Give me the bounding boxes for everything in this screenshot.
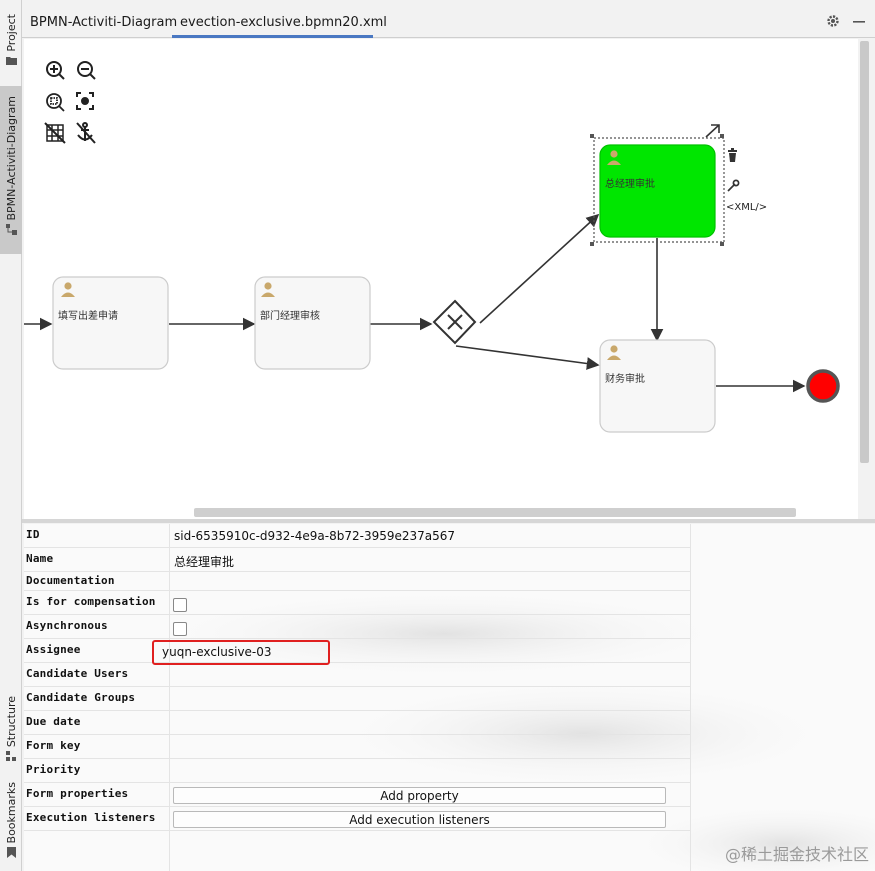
resize-handle[interactable] bbox=[590, 242, 594, 246]
bpmn-diagram-tool-tab[interactable]: BPMN-Activiti-Diagram bbox=[0, 86, 22, 254]
property-row-compensation: Is for compensation bbox=[24, 591, 690, 615]
add-property-button[interactable]: Add property bbox=[173, 787, 666, 804]
structure-tool-tab[interactable]: Structure bbox=[0, 696, 22, 766]
project-tool-tab[interactable]: Project bbox=[0, 14, 22, 76]
bookmarks-tool-label: Bookmarks bbox=[4, 782, 18, 844]
watermark: @稀土掘金技术社区 bbox=[724, 845, 869, 864]
property-row-id: ID sid-6535910c-d932-4e9a-8b72-3959e237a… bbox=[24, 524, 690, 548]
resize-handle[interactable] bbox=[590, 134, 594, 138]
property-row-asynchronous: Asynchronous bbox=[24, 615, 690, 639]
property-row-due-date: Due date bbox=[24, 711, 690, 735]
property-label: Name bbox=[26, 552, 54, 565]
task-dept-manager-review[interactable] bbox=[254, 276, 371, 370]
end-event[interactable] bbox=[806, 369, 840, 403]
property-label: Candidate Users bbox=[26, 667, 129, 680]
property-row-execution-listeners: Execution listeners Add execution listen… bbox=[24, 807, 690, 831]
resize-handle[interactable] bbox=[720, 134, 724, 138]
zoom-out-icon[interactable] bbox=[77, 61, 96, 80]
sequence-flow-gateway-to-gm[interactable] bbox=[479, 213, 600, 324]
property-label: Execution listeners bbox=[26, 811, 156, 824]
property-label: Is for compensation bbox=[26, 595, 156, 608]
task-label-dept: 部门经理审核 bbox=[260, 311, 320, 322]
assignee-highlight-box bbox=[152, 640, 330, 665]
gear-icon[interactable] bbox=[826, 14, 840, 28]
column-divider bbox=[169, 524, 170, 871]
assignee-input[interactable]: yuqn-exclusive-03 bbox=[162, 645, 272, 659]
user-task-icon bbox=[607, 150, 621, 165]
task-apply-evection[interactable] bbox=[52, 276, 169, 370]
trash-icon[interactable] bbox=[728, 148, 737, 162]
property-row-priority: Priority bbox=[24, 759, 690, 783]
zoom-actual-icon[interactable] bbox=[46, 93, 65, 112]
property-label: Asynchronous bbox=[26, 619, 108, 632]
property-label: ID bbox=[26, 528, 40, 541]
task-finance-review[interactable] bbox=[599, 339, 716, 433]
sequence-flow-gateway-to-finance[interactable] bbox=[455, 345, 600, 370]
property-label: Documentation bbox=[26, 574, 115, 587]
property-row-name: Name 总经理审批 bbox=[24, 548, 690, 572]
property-label: Assignee bbox=[26, 643, 81, 656]
vertical-scroll-thumb[interactable] bbox=[860, 41, 869, 463]
property-label: Due date bbox=[26, 715, 81, 728]
connect-arrow-icon[interactable] bbox=[705, 124, 720, 138]
user-task-icon bbox=[607, 345, 621, 360]
user-task-icon bbox=[61, 282, 75, 297]
property-row-candidate-users: Candidate Users bbox=[24, 663, 690, 687]
zoom-fit-icon[interactable] bbox=[76, 92, 94, 110]
anchor-toggle-icon[interactable] bbox=[76, 122, 96, 144]
selection-frame bbox=[593, 137, 725, 243]
property-row-documentation: Documentation bbox=[24, 572, 690, 591]
property-label: Candidate Groups bbox=[26, 691, 136, 704]
grid-toggle-icon[interactable] bbox=[44, 122, 66, 144]
panel-ink-background bbox=[144, 589, 875, 871]
structure-icon bbox=[5, 750, 17, 762]
property-row-assignee: Assignee yuqn-exclusive-03 bbox=[24, 639, 690, 663]
id-value-field[interactable]: sid-6535910c-d932-4e9a-8b72-3959e237a567 bbox=[174, 529, 456, 543]
task-label-gm: 总经理审批 bbox=[605, 179, 655, 190]
diagram-vertical-scrollbar[interactable] bbox=[858, 39, 872, 519]
name-value-field[interactable]: 总经理审批 bbox=[174, 555, 235, 569]
property-row-form-key: Form key bbox=[24, 735, 690, 759]
compensation-checkbox[interactable] bbox=[173, 598, 187, 612]
user-task-icon bbox=[261, 282, 275, 297]
structure-tool-label: Structure bbox=[4, 696, 18, 748]
bpmn-diagram-canvas[interactable]: 填写出差申请 部门经理审核 总经理审批 财务审批 <XML/> bbox=[24, 39, 858, 519]
zoom-in-icon[interactable] bbox=[46, 61, 65, 80]
panel-splitter[interactable] bbox=[22, 519, 875, 523]
property-label: Form key bbox=[26, 739, 81, 752]
property-row-form-properties: Form properties Add property bbox=[24, 783, 690, 807]
bookmark-icon bbox=[5, 846, 17, 858]
resize-handle[interactable] bbox=[720, 242, 724, 246]
wrench-icon[interactable] bbox=[727, 179, 740, 192]
bookmarks-tool-tab[interactable]: Bookmarks bbox=[0, 782, 22, 862]
task-label-apply: 填写出差申请 bbox=[58, 311, 118, 322]
tab-bpmn-activiti-diagram[interactable]: BPMN-Activiti-Diagram bbox=[30, 15, 178, 30]
gateway-x-icon bbox=[447, 314, 463, 330]
project-tool-label: Project bbox=[4, 14, 18, 52]
diagram-svg bbox=[24, 61, 840, 433]
xml-context-button[interactable]: <XML/> bbox=[726, 202, 768, 213]
diagram-icon bbox=[5, 224, 17, 236]
column-divider bbox=[690, 524, 691, 871]
diagram-horizontal-scrollbar[interactable] bbox=[194, 508, 796, 517]
minimize-icon[interactable] bbox=[852, 14, 866, 28]
add-execution-listeners-button[interactable]: Add execution listeners bbox=[173, 811, 666, 828]
property-label: Priority bbox=[26, 763, 81, 776]
tab-evection-exclusive-xml[interactable]: evection-exclusive.bpmn20.xml bbox=[172, 9, 387, 38]
task-general-manager-approve[interactable] bbox=[599, 144, 716, 238]
left-tool-strip: Project BPMN-Activiti-Diagram Structure … bbox=[0, 0, 22, 871]
properties-panel: ID sid-6535910c-d932-4e9a-8b72-3959e237a… bbox=[24, 524, 875, 871]
editor-tab-bar: BPMN-Activiti-Diagram evection-exclusive… bbox=[22, 0, 875, 38]
property-label: Form properties bbox=[26, 787, 129, 800]
bpmn-diagram-tool-label: BPMN-Activiti-Diagram bbox=[4, 96, 18, 221]
folder-icon bbox=[5, 55, 17, 67]
property-row-candidate-groups: Candidate Groups bbox=[24, 687, 690, 711]
task-label-finance: 财务审批 bbox=[605, 374, 645, 385]
asynchronous-checkbox[interactable] bbox=[173, 622, 187, 636]
